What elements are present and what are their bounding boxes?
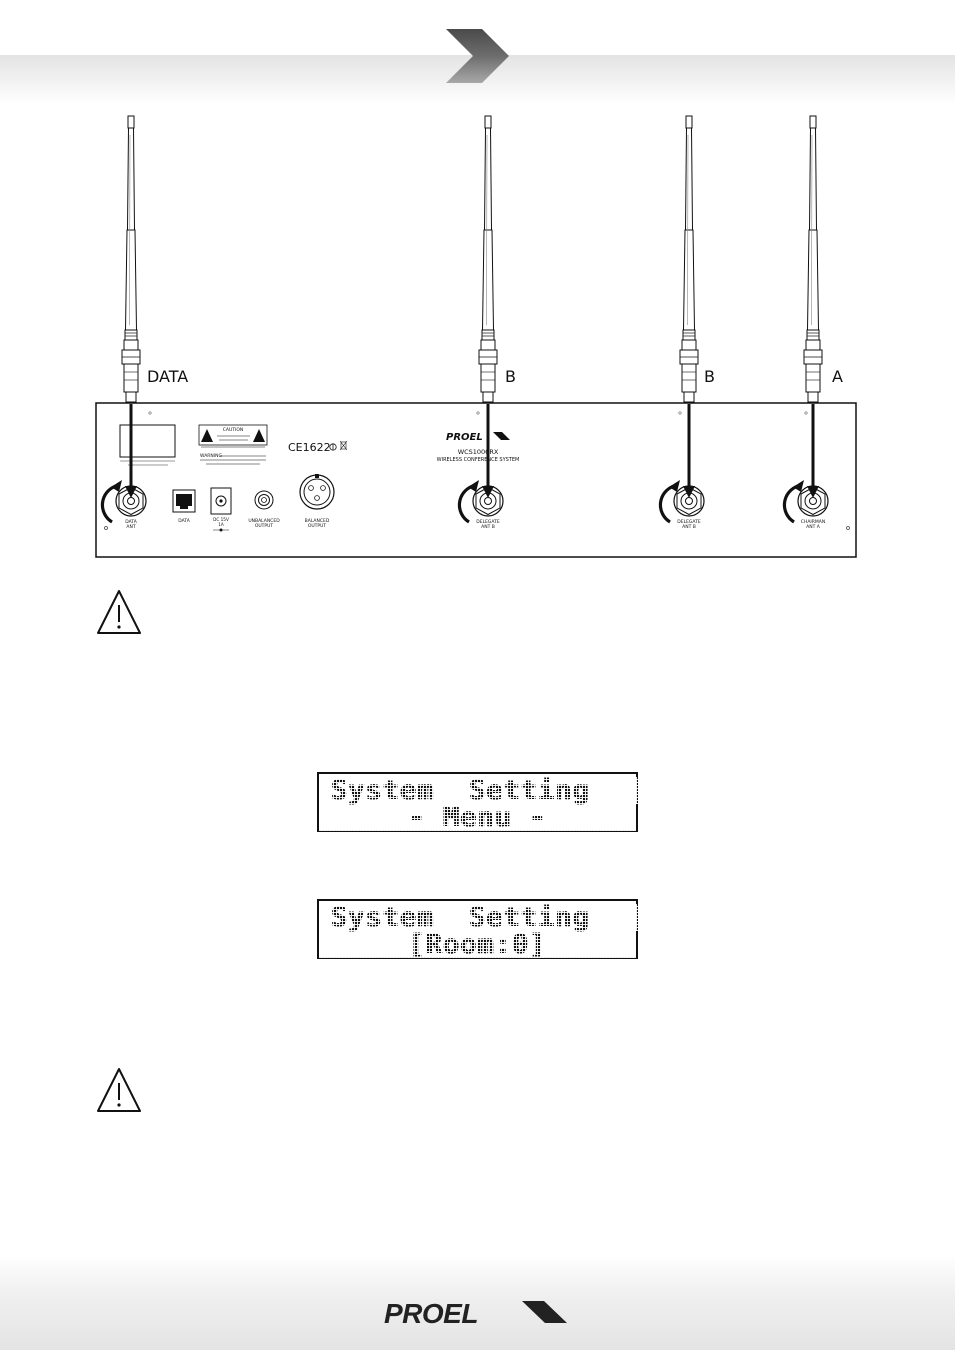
serial-label-area	[119, 424, 176, 458]
port-label: ANT	[126, 524, 135, 530]
lcd-line-2: [Room:0]	[319, 931, 636, 958]
antenna-delegate-b1	[478, 115, 498, 403]
footer-band	[0, 1255, 955, 1350]
lcd-line-1: System Setting	[319, 777, 648, 804]
insert-arrow	[482, 404, 494, 498]
insert-arrow	[807, 404, 819, 498]
warning-triangle-icon	[97, 1068, 141, 1112]
port-label: DC 15V	[213, 517, 229, 522]
caution-title: CAUTION	[223, 427, 244, 433]
warning-triangle-icon	[97, 590, 141, 634]
port-label: ANT B	[682, 524, 696, 530]
lcd-display-menu: System Setting - Menu -	[317, 772, 648, 832]
chevron-right-icon	[446, 29, 509, 83]
caution-label	[198, 424, 268, 446]
antenna-label-b2: B	[704, 367, 715, 386]
rotate-arrow-icon	[100, 480, 122, 524]
port-label: 1A	[218, 522, 224, 527]
receiver-rear-panel-diagram: CAUTION WARNING CE1622 PROEL WCS1000RX W…	[95, 115, 857, 558]
port-label: DELEGATE	[677, 519, 701, 525]
port-label: CHAIRMAN	[801, 519, 825, 525]
rotate-arrow-icon	[457, 480, 479, 524]
lcd-display-room: System Setting [Room:0]	[317, 899, 648, 959]
lcd-line-1: System Setting	[319, 904, 648, 931]
dc-power-jack[interactable]	[210, 487, 232, 515]
rotate-arrow-icon	[658, 480, 680, 524]
rotate-arrow-icon	[782, 480, 804, 524]
panel-brand-logo: PROEL	[446, 432, 483, 443]
port-label: DELEGATE	[476, 519, 500, 525]
antenna-chairman-a	[803, 115, 823, 403]
weee-bin-icon	[339, 440, 348, 451]
antenna-delegate-b2	[679, 115, 699, 403]
data-ethernet-port[interactable]	[172, 489, 196, 513]
panel-model: WCS1000RX	[458, 448, 499, 456]
balanced-output-xlr[interactable]	[299, 474, 335, 510]
port-label: ANT B	[481, 524, 495, 530]
insert-arrow	[125, 404, 137, 498]
port-label: DATA	[178, 518, 191, 524]
footer-brand-text: PROEL	[384, 1298, 478, 1329]
lcd-line-2: - Menu -	[319, 804, 636, 831]
port-label: ANT A	[806, 524, 821, 530]
warning-label: WARNING	[200, 453, 222, 459]
insert-arrow	[683, 404, 695, 498]
ce-mark: CE1622	[288, 441, 331, 454]
antenna-label-b1: B	[505, 367, 516, 386]
unbalanced-output-jack[interactable]	[254, 490, 274, 510]
port-label: BALANCED	[305, 518, 330, 524]
port-label: UNBALANCED	[248, 518, 280, 524]
polarity-icon	[213, 528, 229, 532]
port-label: OUTPUT	[308, 523, 327, 529]
port-label: DATA	[125, 519, 138, 525]
antenna-data	[121, 115, 141, 403]
antenna-label-data: DATA	[147, 367, 189, 386]
antenna-label-a: A	[832, 367, 843, 386]
panel-system-name: WIRELESS CONFERENCE SYSTEM	[437, 457, 520, 463]
footer-brand-logo: PROEL	[384, 1298, 567, 1329]
port-label: OUTPUT	[255, 523, 274, 529]
